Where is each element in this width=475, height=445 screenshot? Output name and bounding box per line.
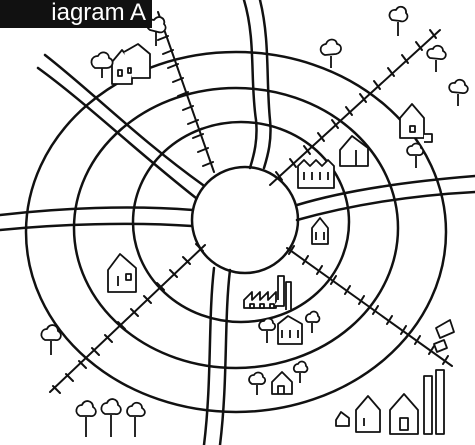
apartment-icon (278, 316, 302, 344)
road-north (244, 0, 271, 168)
house-icon (108, 254, 136, 292)
title-box: iagram A (0, 0, 152, 28)
road-west (0, 208, 193, 230)
tree-icon (41, 325, 144, 437)
house-icon (272, 372, 292, 394)
diagram-title: iagram A (0, 0, 152, 28)
ring-3 (26, 52, 446, 412)
factory-icon (244, 276, 291, 310)
central-circle (192, 167, 298, 273)
road-south (204, 268, 230, 445)
railway-north (154, 12, 214, 172)
house-icon (336, 394, 418, 434)
house-icon (400, 104, 432, 142)
tree-icon (321, 7, 468, 168)
house-icon (112, 44, 150, 84)
tower-icon (424, 320, 454, 434)
house-icon (312, 218, 328, 244)
